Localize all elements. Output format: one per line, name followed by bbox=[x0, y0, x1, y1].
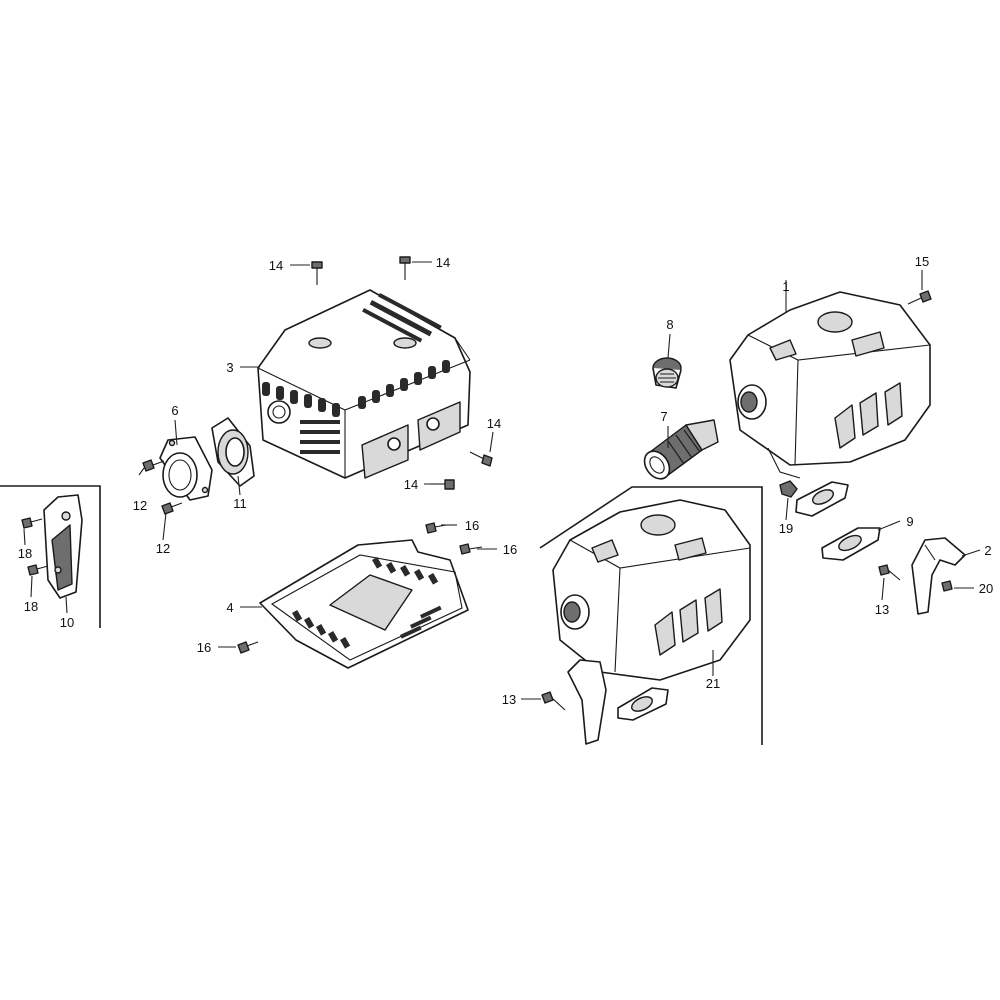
muffler-protector bbox=[257, 289, 471, 479]
callout-14-top-left: 14 bbox=[269, 258, 283, 273]
callout-16-lower: 16 bbox=[197, 640, 211, 655]
gasket-ring bbox=[211, 417, 255, 487]
bolt-16-upper bbox=[425, 522, 447, 534]
protector-fins bbox=[362, 293, 442, 343]
lower-protector bbox=[259, 539, 469, 669]
bolt-18-lower bbox=[27, 564, 49, 576]
callout-3: 3 bbox=[226, 360, 233, 375]
exhaust-gasket bbox=[821, 527, 881, 561]
muffler-lower-bracket bbox=[567, 659, 669, 745]
muffler-bracket bbox=[911, 537, 966, 615]
nut-19 bbox=[779, 480, 798, 498]
bolt-18-upper bbox=[21, 517, 43, 529]
callout-15: 15 bbox=[915, 254, 929, 269]
tray-slots bbox=[292, 557, 442, 649]
protector-vents-side bbox=[358, 360, 450, 409]
callout-12-lower: 12 bbox=[156, 541, 170, 556]
callout-12-upper: 12 bbox=[133, 498, 147, 513]
leader-lines bbox=[23, 261, 981, 700]
bolt-15 bbox=[907, 290, 932, 305]
arrester-cap bbox=[652, 357, 682, 389]
bolt-20 bbox=[941, 580, 953, 592]
callout-11: 11 bbox=[233, 496, 247, 511]
callout-6: 6 bbox=[171, 403, 178, 418]
callout-13-right: 13 bbox=[875, 602, 889, 617]
heat-shield bbox=[43, 494, 83, 599]
callout-10: 10 bbox=[60, 615, 74, 630]
bolt-12-upper bbox=[142, 459, 165, 472]
group-frame-left bbox=[0, 485, 101, 628]
bolt-12-lower bbox=[161, 502, 183, 515]
callout-20: 20 bbox=[979, 581, 993, 596]
arrester-cover bbox=[159, 436, 213, 501]
callout-14-side: 14 bbox=[487, 416, 501, 431]
callout-14-bottom: 14 bbox=[404, 477, 418, 492]
callout-2: 2 bbox=[984, 543, 991, 558]
muffler-lower bbox=[552, 499, 751, 681]
bolt-14-side bbox=[469, 451, 493, 467]
muffler-upper bbox=[729, 291, 931, 479]
callout-18-upper: 18 bbox=[18, 546, 32, 561]
callout-13-lower: 13 bbox=[502, 692, 516, 707]
callout-19: 19 bbox=[779, 521, 793, 536]
bolt-14-top-left bbox=[311, 261, 323, 285]
callout-9: 9 bbox=[906, 514, 913, 529]
spark-arrester-screen bbox=[643, 419, 719, 480]
bolt-16-lower bbox=[237, 641, 259, 654]
callout-14-top-right: 14 bbox=[436, 255, 450, 270]
callout-1: 1 bbox=[782, 279, 789, 294]
bolt-14-top-right bbox=[399, 256, 411, 280]
bolt-13-lower bbox=[541, 691, 566, 711]
callout-18-lower: 18 bbox=[24, 599, 38, 614]
callout-16-middle: 16 bbox=[503, 542, 517, 557]
callout-4: 4 bbox=[226, 600, 233, 615]
exhaust-gasket-upper bbox=[795, 481, 849, 517]
bolt-13-right bbox=[878, 564, 901, 581]
callout-16-upper: 16 bbox=[465, 518, 479, 533]
bolt-16-middle bbox=[459, 543, 483, 555]
callout-21: 21 bbox=[706, 676, 720, 691]
protector-vents-front bbox=[262, 382, 340, 454]
callout-labels: 14 14 3 14 14 6 11 12 12 16 16 16 4 18 1… bbox=[18, 254, 993, 707]
group-frame-right bbox=[539, 486, 763, 745]
callout-8: 8 bbox=[666, 317, 673, 332]
callout-7: 7 bbox=[660, 409, 667, 424]
